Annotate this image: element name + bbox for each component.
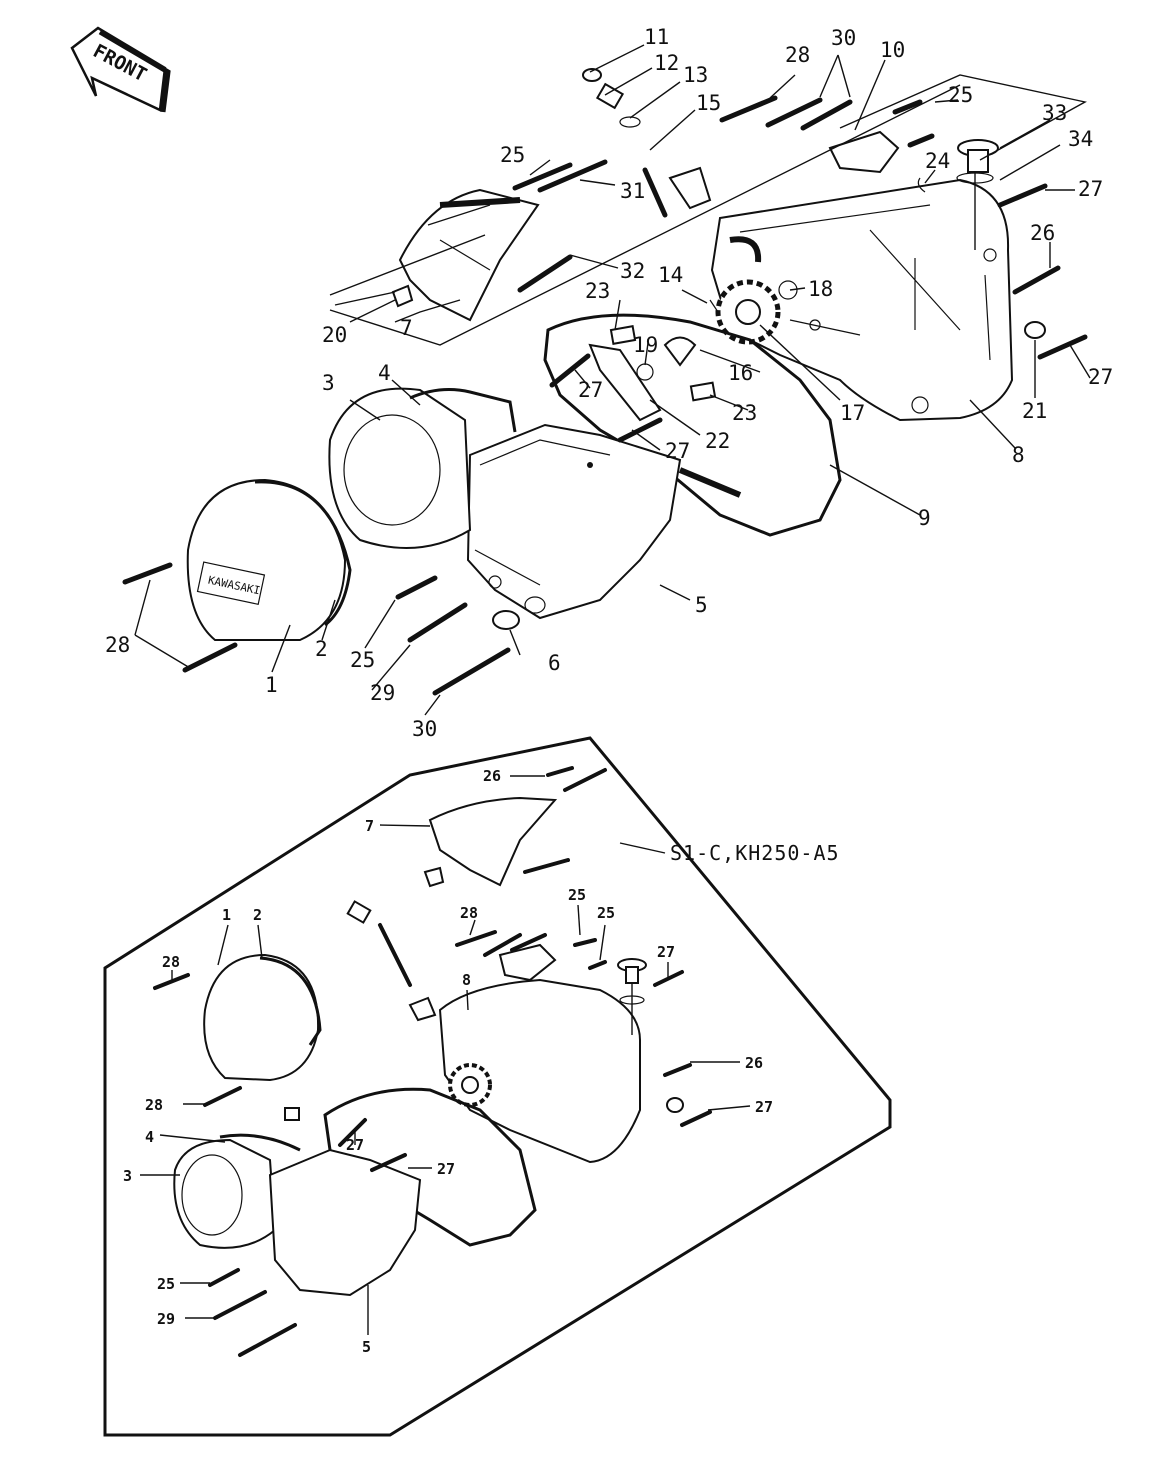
inset-label-28a: 28 [460, 904, 478, 922]
label-33: 33 [1042, 101, 1067, 125]
inset-note-leader [619, 842, 666, 854]
inset-label-1: 1 [222, 906, 231, 924]
inset-label-28b: 28 [162, 953, 180, 971]
label-28: 28 [785, 43, 810, 67]
oil-plug [957, 139, 999, 250]
label-21: 21 [1022, 399, 1047, 423]
label-27d: 27 [665, 439, 690, 463]
inset-label-25b: 25 [597, 904, 615, 922]
label-27: 27 [1078, 177, 1103, 201]
front-arrow-badge: FRONT [70, 26, 171, 113]
inset-label-27a: 27 [657, 943, 675, 961]
small-parts [391, 68, 1046, 630]
bolts-inset [153, 766, 712, 1357]
label-29: 29 [370, 681, 395, 705]
label-1: 1 [265, 673, 278, 697]
inset-label-4: 4 [145, 1128, 154, 1146]
label-32: 32 [620, 259, 645, 283]
inset-label-25a: 25 [568, 886, 586, 904]
inset-label-29: 29 [157, 1310, 175, 1328]
label-2: 2 [315, 637, 328, 661]
label-4: 4 [378, 361, 391, 385]
clutch-arm [588, 343, 662, 422]
label-17: 17 [840, 401, 865, 425]
plate [828, 130, 900, 174]
label-19: 19 [633, 333, 658, 357]
label-15: 15 [696, 91, 721, 115]
inset-label-2: 2 [253, 906, 262, 924]
label-25c: 25 [350, 648, 375, 672]
stator-housing [328, 387, 517, 549]
label-18: 18 [808, 277, 833, 301]
label-12: 12 [654, 51, 679, 75]
inset-label-26b: 26 [745, 1054, 763, 1072]
label-24: 24 [925, 149, 950, 173]
inset-labels: 26 7 28 25 25 1 2 28 27 8 26 28 27 4 27 … [123, 767, 773, 1356]
label-25: 25 [948, 83, 973, 107]
guide-lines-main [329, 74, 1087, 346]
label-7: 7 [400, 316, 413, 340]
label-30b: 30 [412, 717, 437, 741]
label-26: 26 [1030, 221, 1055, 245]
outer-sprocket-cover [466, 423, 742, 620]
label-23b: 23 [732, 401, 757, 425]
label-13: 13 [683, 63, 708, 87]
inset-border [103, 736, 892, 1437]
label-34: 34 [1068, 127, 1093, 151]
label-27c: 27 [1088, 365, 1113, 389]
sprocket-upper-cover [398, 188, 540, 322]
inset-label-26a: 26 [483, 767, 501, 785]
label-27b: 27 [578, 378, 603, 402]
label-9: 9 [918, 506, 931, 530]
label-8: 8 [1012, 443, 1025, 467]
inset-parts [173, 796, 684, 1297]
label-30: 30 [831, 26, 856, 50]
inset-note: S1-C,KH250-A5 [670, 841, 840, 865]
label-10: 10 [880, 38, 905, 62]
label-22: 22 [705, 429, 730, 453]
inset-label-27d: 27 [437, 1160, 455, 1178]
label-14: 14 [658, 263, 683, 287]
label-16: 16 [728, 361, 753, 385]
label-28b: 28 [105, 633, 130, 657]
inset-label-27c: 27 [346, 1136, 364, 1154]
cover-gasket [543, 313, 842, 537]
generator-cover: KAWASAKI [186, 478, 352, 641]
label-5: 5 [695, 593, 708, 617]
label-23: 23 [585, 279, 610, 303]
leader-lines-inset [140, 775, 751, 1335]
bolts-main [122, 95, 1088, 696]
inset-label-7: 7 [365, 817, 374, 835]
label-31: 31 [620, 179, 645, 203]
label-25b: 25 [500, 143, 525, 167]
inset-label-3: 3 [123, 1167, 132, 1185]
inset-label-27b: 27 [755, 1098, 773, 1116]
crankcase-cover [710, 178, 1014, 422]
inset-label-28c: 28 [145, 1096, 163, 1114]
label-3: 3 [322, 371, 335, 395]
label-11: 11 [644, 25, 669, 49]
inset-label-8: 8 [462, 971, 471, 989]
label-20: 20 [322, 323, 347, 347]
main-labels: 11 12 13 15 28 30 10 25 33 34 24 27 26 2… [105, 25, 1113, 741]
inset-label-25c: 25 [157, 1275, 175, 1293]
inset-label-5: 5 [362, 1338, 371, 1356]
label-6: 6 [548, 651, 561, 675]
leader-lines-main [134, 44, 1091, 716]
